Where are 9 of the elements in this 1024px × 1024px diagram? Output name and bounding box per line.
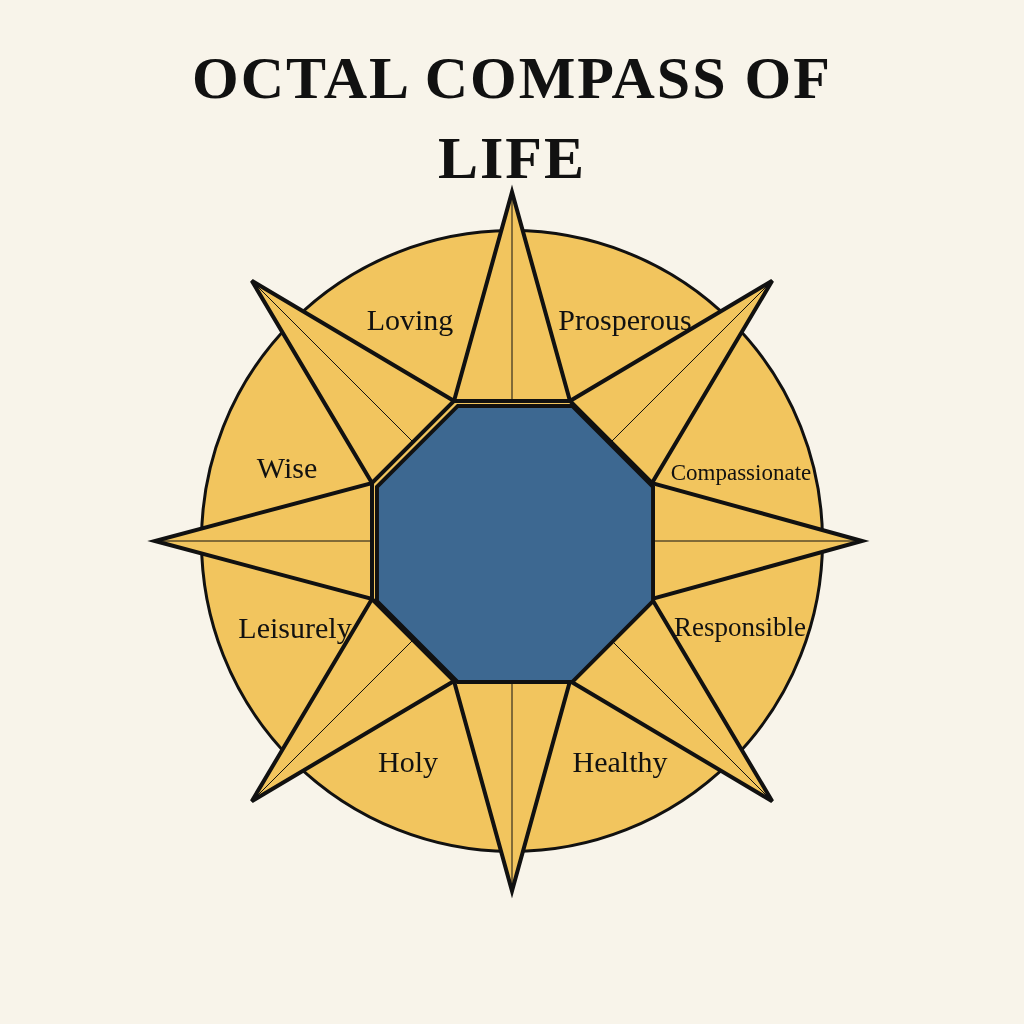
virtue-label: Prosperous — [558, 305, 692, 335]
diagram-title: OCTAL COMPASS OF LIFE — [191, 44, 833, 193]
virtue-label: Wise — [256, 453, 318, 483]
virtue-label: Responsible — [674, 613, 806, 641]
virtue-label: Healthy — [572, 747, 668, 777]
virtue-label: Leisurely — [238, 613, 352, 643]
virtue-label: Holy — [378, 747, 438, 777]
virtue-label: Loving — [366, 305, 454, 335]
virtue-label: Compassionate — [670, 460, 812, 484]
